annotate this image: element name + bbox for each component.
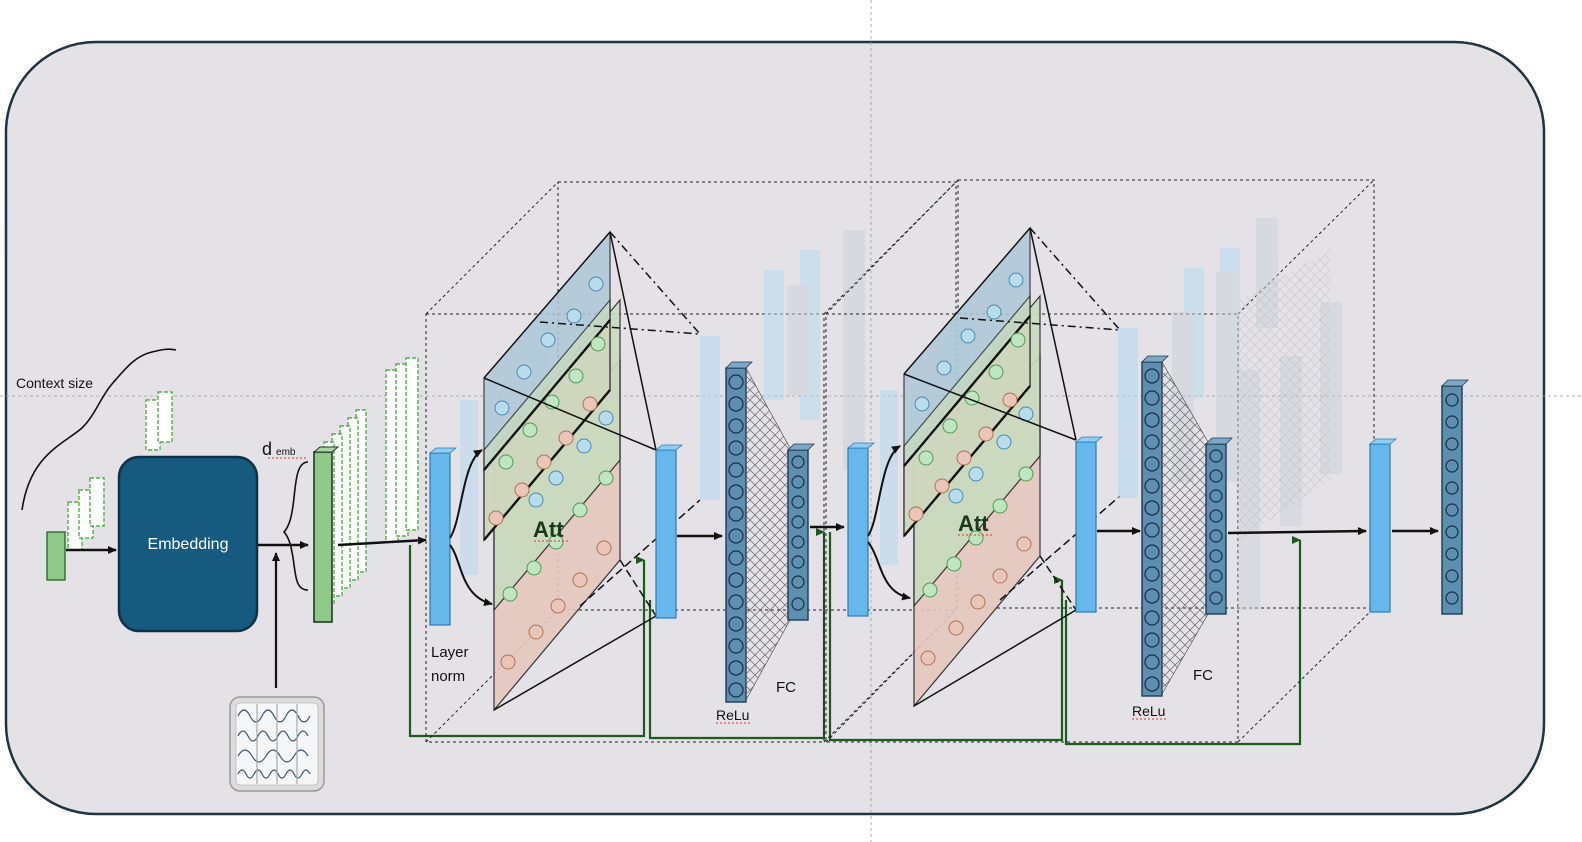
final-layer-norm [1369, 443, 1391, 613]
transformer-block-2: Att [825, 179, 1375, 743]
embedded-vectors-stack [312, 357, 419, 623]
fc-label-2: FC [1193, 667, 1213, 684]
relu-label-1: ReLu [716, 707, 749, 723]
layer-norm-1 [429, 452, 451, 626]
layer-norm-4 [1075, 441, 1097, 613]
context-size-label: Context size [16, 375, 93, 391]
layer-norm-2 [655, 449, 677, 619]
attention-head-stack-2: Att [903, 226, 1041, 708]
transformer-block-1: Layer norm [425, 181, 957, 743]
attention-projection-lines-2 [867, 227, 1121, 707]
relu-column-1 [725, 361, 753, 703]
layer-norm-3 [847, 447, 869, 617]
residual-connections [408, 528, 1302, 746]
layer-norm-label-line2: norm [431, 668, 465, 685]
d-emb-brace [282, 461, 309, 591]
attention-projection-lines-1 [449, 231, 701, 711]
positional-encoding-icon [229, 696, 325, 792]
context-size-brace [21, 348, 177, 511]
fc-output-column-1 [787, 443, 815, 621]
embedding-label: Embedding [148, 536, 229, 553]
arrow-to-block1 [337, 536, 427, 547]
embedding-box [117, 455, 259, 633]
relu-column-2 [1141, 355, 1169, 697]
relu-label-2: ReLu [1132, 703, 1165, 719]
fc-output-column-2 [1205, 437, 1233, 615]
attention-head-stack-1: Att [483, 230, 621, 712]
output-column [1441, 379, 1469, 615]
layer-norm-label-line1: Layer [431, 644, 469, 661]
fc-label-1: FC [776, 679, 796, 696]
att-label-1: Att [533, 517, 564, 542]
input-token-stack [46, 391, 173, 581]
att-label-2: Att [958, 511, 989, 536]
